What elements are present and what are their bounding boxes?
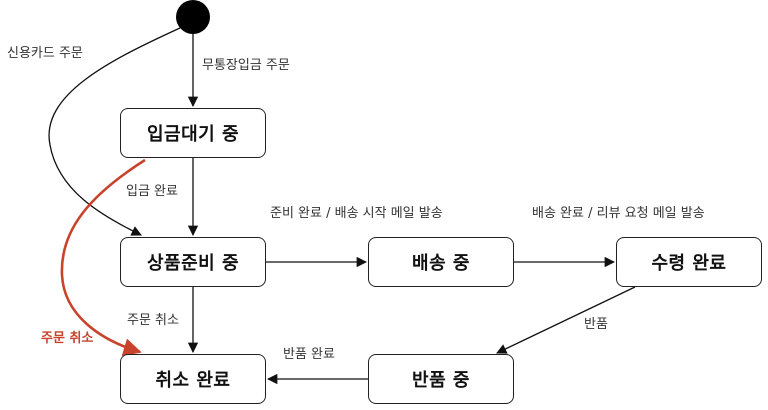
arrow-waiting-to-cancelled-red — [60, 158, 146, 357]
state-shipping: 배송 중 — [368, 237, 514, 287]
state-cancelled: 취소 완료 — [120, 354, 266, 404]
state-returning: 반품 중 — [368, 354, 514, 404]
label-delivery-done: 배송 완료 / 리뷰 요청 메일 발송 — [532, 206, 705, 221]
start-node — [176, 0, 210, 34]
state-received: 수령 완료 — [616, 237, 762, 287]
label-return-done: 반품 완료 — [283, 347, 335, 362]
label-order-cancel: 주문 취소 — [127, 313, 179, 328]
label-payment-done: 입금 완료 — [126, 184, 178, 199]
label-prep-done: 준비 완료 / 배송 시작 메일 발송 — [270, 206, 443, 221]
label-bank-transfer-order: 무통장입금 주문 — [202, 58, 290, 73]
label-credit-card-order: 신용카드 주문 — [7, 46, 83, 61]
arrow-start-to-preparing — [48, 27, 181, 236]
state-waiting-payment: 입금대기 중 — [120, 108, 266, 158]
arrow-received-to-returning — [496, 286, 636, 354]
label-order-cancel-highlight: 주문 취소 — [41, 331, 94, 346]
state-preparing: 상품준비 중 — [120, 237, 266, 287]
label-return: 반품 — [584, 317, 608, 332]
